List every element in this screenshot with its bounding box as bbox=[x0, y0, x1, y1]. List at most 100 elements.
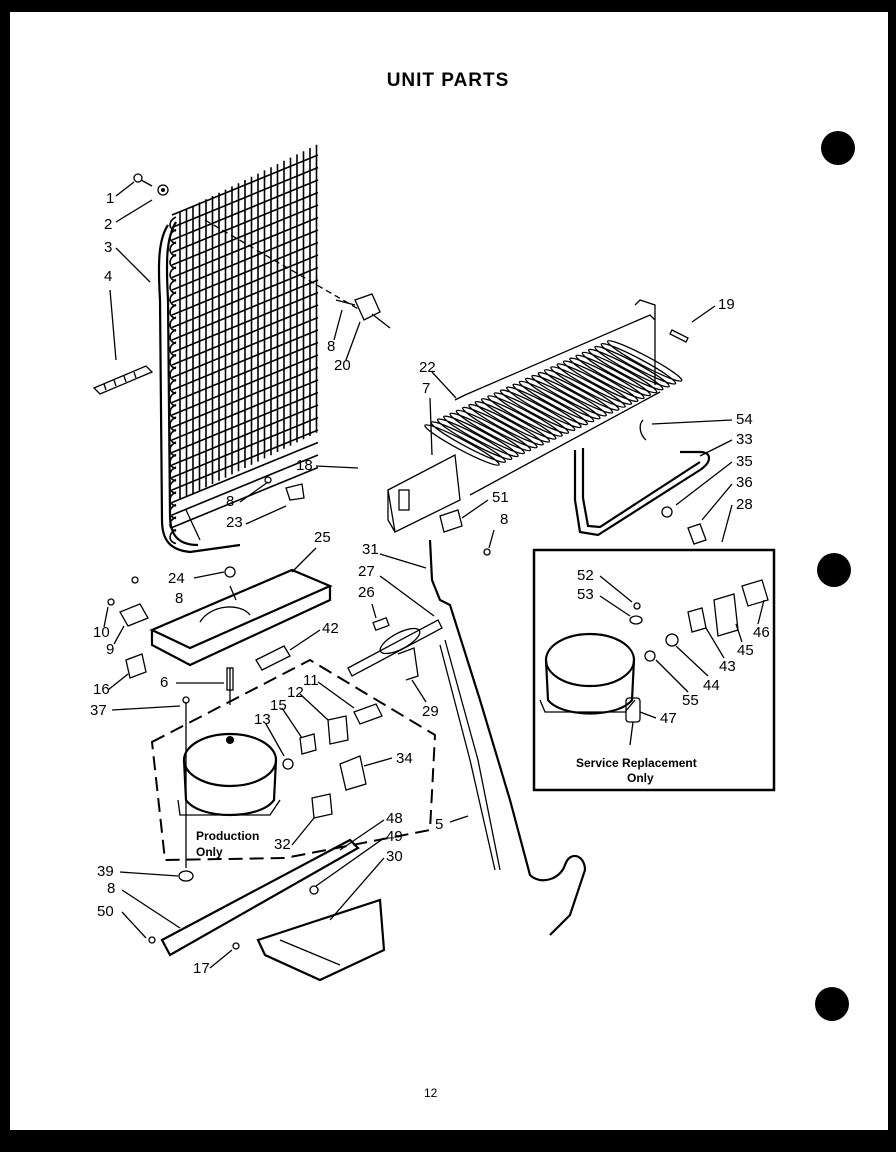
production-caption-line2: Only bbox=[196, 845, 223, 859]
callout-22: 22 bbox=[419, 359, 436, 376]
callout-51: 51 bbox=[492, 489, 509, 506]
part-11 bbox=[353, 703, 383, 725]
part-52 bbox=[633, 602, 641, 610]
callout-43: 43 bbox=[719, 658, 736, 675]
callout-8: 8 bbox=[107, 880, 115, 897]
compressor-production bbox=[177, 732, 281, 816]
part-50 bbox=[148, 936, 156, 944]
callout-16: 16 bbox=[93, 681, 110, 698]
callout-13: 13 bbox=[254, 711, 271, 728]
page-sheet bbox=[10, 12, 888, 1130]
binder-hole-bottom bbox=[815, 987, 849, 1021]
callout-39: 39 bbox=[97, 863, 114, 880]
callout-17: 17 bbox=[193, 960, 210, 977]
callout-5: 5 bbox=[435, 816, 443, 833]
screw-part-8b bbox=[483, 548, 491, 556]
callout-46: 46 bbox=[753, 624, 770, 641]
binder-hole-middle bbox=[817, 553, 851, 587]
bolt-part-37 bbox=[182, 696, 190, 868]
callout-54: 54 bbox=[736, 411, 753, 428]
service-caption-line1: Service Replacement bbox=[576, 756, 697, 770]
condenser-coil bbox=[157, 144, 319, 554]
evaporator-coil bbox=[424, 299, 683, 496]
grommet-part-2 bbox=[157, 184, 169, 196]
callout-32: 32 bbox=[274, 836, 291, 853]
callout-23: 23 bbox=[226, 514, 243, 531]
callout-10: 10 bbox=[93, 624, 110, 641]
callout-52: 52 bbox=[577, 567, 594, 584]
callout-18: 18 bbox=[296, 457, 313, 474]
callout-33: 33 bbox=[736, 431, 753, 448]
capacitor-part-47 bbox=[625, 697, 641, 746]
callout-29: 29 bbox=[422, 703, 439, 720]
callout-26: 26 bbox=[358, 584, 375, 601]
drain-tube-part-33 bbox=[573, 448, 711, 537]
screw-part-8c bbox=[131, 576, 139, 584]
callout-45: 45 bbox=[737, 642, 754, 659]
service-replacement-box bbox=[532, 548, 776, 792]
callout-50: 50 bbox=[97, 903, 114, 920]
callout-8: 8 bbox=[327, 338, 335, 355]
drier-part-27 bbox=[347, 619, 443, 677]
callout-2: 2 bbox=[104, 216, 112, 233]
service-caption-line2: Only bbox=[627, 771, 654, 785]
bracket-part-4 bbox=[92, 365, 154, 395]
part-48 bbox=[309, 885, 319, 895]
base-frame-part-30 bbox=[160, 838, 386, 982]
callout-24: 24 bbox=[168, 570, 185, 587]
screw-part-19 bbox=[669, 329, 689, 343]
callout-8: 8 bbox=[500, 511, 508, 528]
part-42 bbox=[255, 645, 291, 671]
part-55 bbox=[644, 650, 656, 662]
callout-8: 8 bbox=[175, 590, 183, 607]
callout-55: 55 bbox=[682, 692, 699, 709]
callout-36: 36 bbox=[736, 474, 753, 491]
callout-15: 15 bbox=[270, 697, 287, 714]
binder-hole-top bbox=[821, 131, 855, 165]
part-44 bbox=[665, 633, 679, 647]
bracket-part-34 bbox=[339, 755, 367, 791]
leader-dashed bbox=[204, 219, 361, 311]
part-29 bbox=[397, 647, 419, 681]
callout-48: 48 bbox=[386, 810, 403, 827]
part-17 bbox=[232, 942, 240, 950]
callout-19: 19 bbox=[718, 296, 735, 313]
callout-31: 31 bbox=[362, 541, 379, 558]
bracket-part-9 bbox=[107, 598, 149, 627]
callout-53: 53 bbox=[577, 586, 594, 603]
callout-30: 30 bbox=[386, 848, 403, 865]
callout-37: 37 bbox=[90, 702, 107, 719]
callout-42: 42 bbox=[322, 620, 339, 637]
leader-arrows bbox=[103, 181, 765, 969]
part-15 bbox=[299, 733, 317, 755]
callout-11: 11 bbox=[303, 672, 319, 689]
callout-25: 25 bbox=[314, 529, 331, 546]
bracket-part-23 bbox=[264, 476, 305, 501]
part-46 bbox=[741, 579, 769, 607]
screw-part-1 bbox=[133, 173, 153, 187]
callout-27: 27 bbox=[358, 563, 375, 580]
callout-8: 8 bbox=[226, 493, 234, 510]
capillary-tube-part-5 bbox=[428, 539, 587, 936]
page-title: UNIT PARTS bbox=[386, 70, 510, 91]
callout-28: 28 bbox=[736, 496, 753, 513]
capacitor-part-32 bbox=[311, 793, 333, 819]
part-45 bbox=[713, 593, 739, 637]
part-13 bbox=[282, 758, 294, 770]
callout-1: 1 bbox=[106, 190, 114, 207]
callout-6: 6 bbox=[160, 674, 168, 691]
nut-part-24 bbox=[224, 566, 236, 578]
callout-12: 12 bbox=[287, 684, 304, 701]
end-plate-part-7 bbox=[387, 453, 461, 533]
clip-part-36 bbox=[687, 523, 707, 545]
clip-part-54 bbox=[639, 419, 647, 441]
callout-3: 3 bbox=[104, 239, 112, 256]
callout-7: 7 bbox=[422, 380, 430, 397]
callout-47: 47 bbox=[660, 710, 677, 727]
callout-20: 20 bbox=[334, 357, 351, 374]
production-caption-line1: Production bbox=[196, 829, 259, 843]
callout-35: 35 bbox=[736, 453, 753, 470]
callout-4: 4 bbox=[104, 268, 112, 285]
production-only-box bbox=[150, 658, 437, 862]
